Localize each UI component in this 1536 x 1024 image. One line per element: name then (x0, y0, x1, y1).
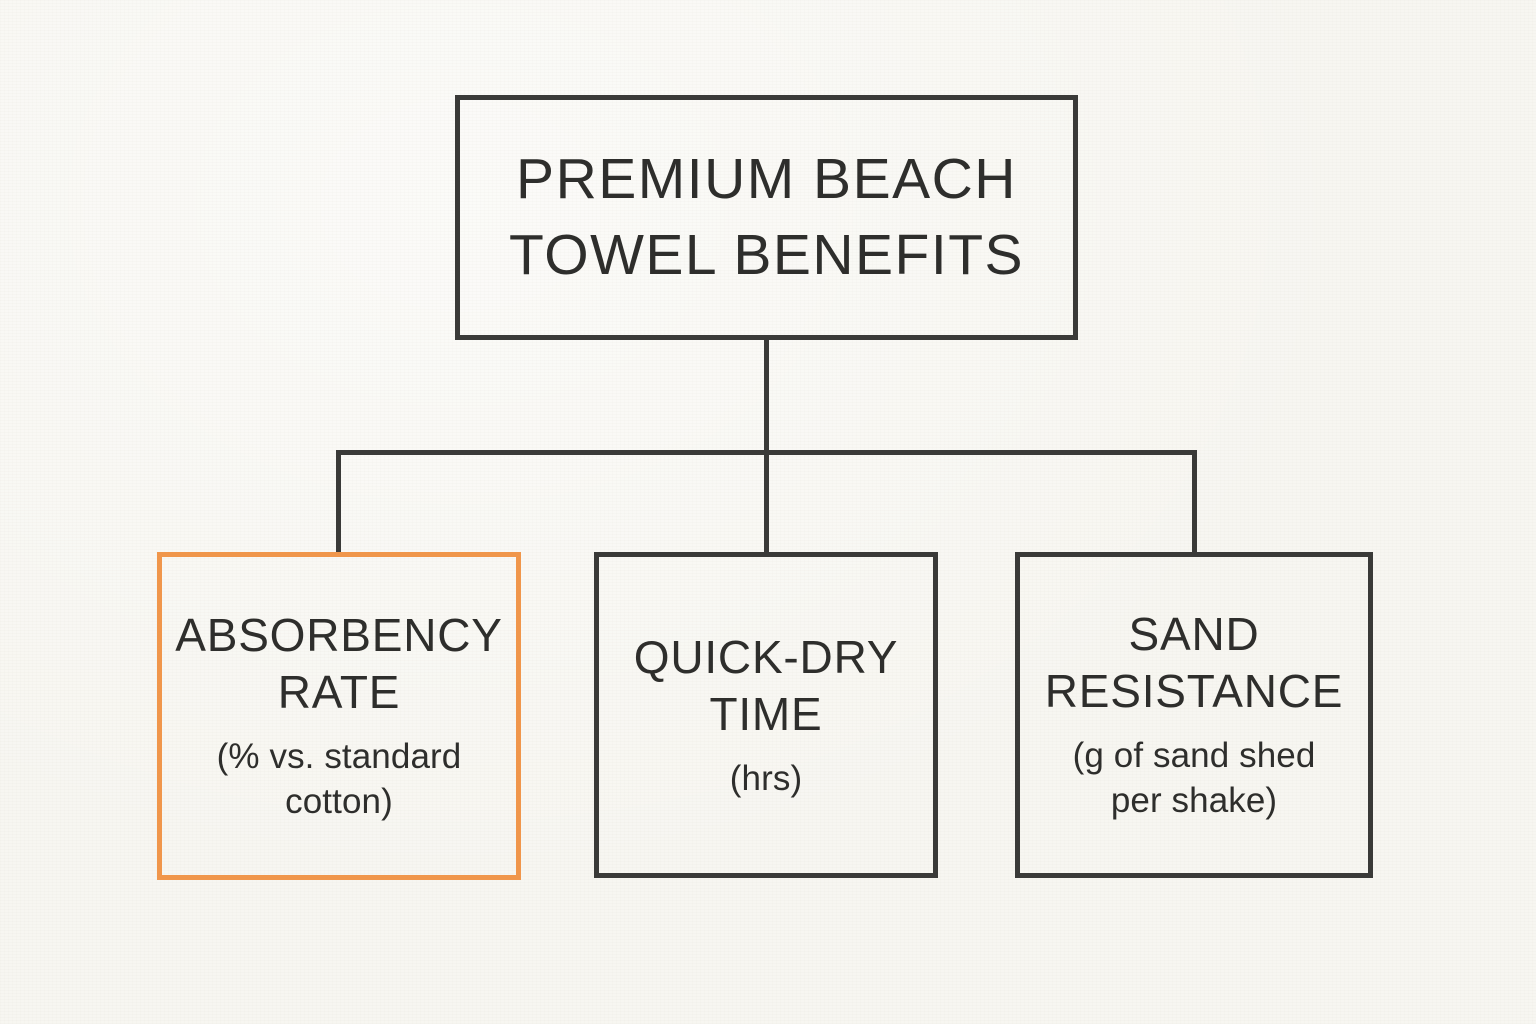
node-absorbency-rate[interactable]: ABSORBENCY RATE (% vs. standard cotton) (157, 552, 521, 880)
connector-drop-center (764, 450, 769, 554)
node-sand-resistance-subtitle: (g of sand shed per shake) (1072, 736, 1316, 821)
node-root[interactable]: PREMIUM BEACH TOWEL BENEFITS (455, 95, 1078, 340)
connector-drop-right (1192, 450, 1197, 554)
root-title: PREMIUM BEACH TOWEL BENEFITS (508, 147, 1025, 287)
node-quick-dry-time-title: QUICK-DRY TIME (633, 630, 899, 740)
node-absorbency-rate-title: ABSORBENCY RATE (175, 609, 503, 719)
node-sand-resistance[interactable]: SAND RESISTANCE (g of sand shed per shak… (1015, 552, 1373, 878)
node-sand-resistance-title: SAND RESISTANCE (1044, 608, 1344, 718)
node-quick-dry-time-subtitle: (hrs) (729, 758, 803, 798)
node-quick-dry-time[interactable]: QUICK-DRY TIME (hrs) (594, 552, 938, 878)
connector-drop-left (336, 450, 341, 554)
connector-root-stem (764, 338, 769, 455)
node-absorbency-rate-subtitle: (% vs. standard cotton) (216, 737, 462, 822)
